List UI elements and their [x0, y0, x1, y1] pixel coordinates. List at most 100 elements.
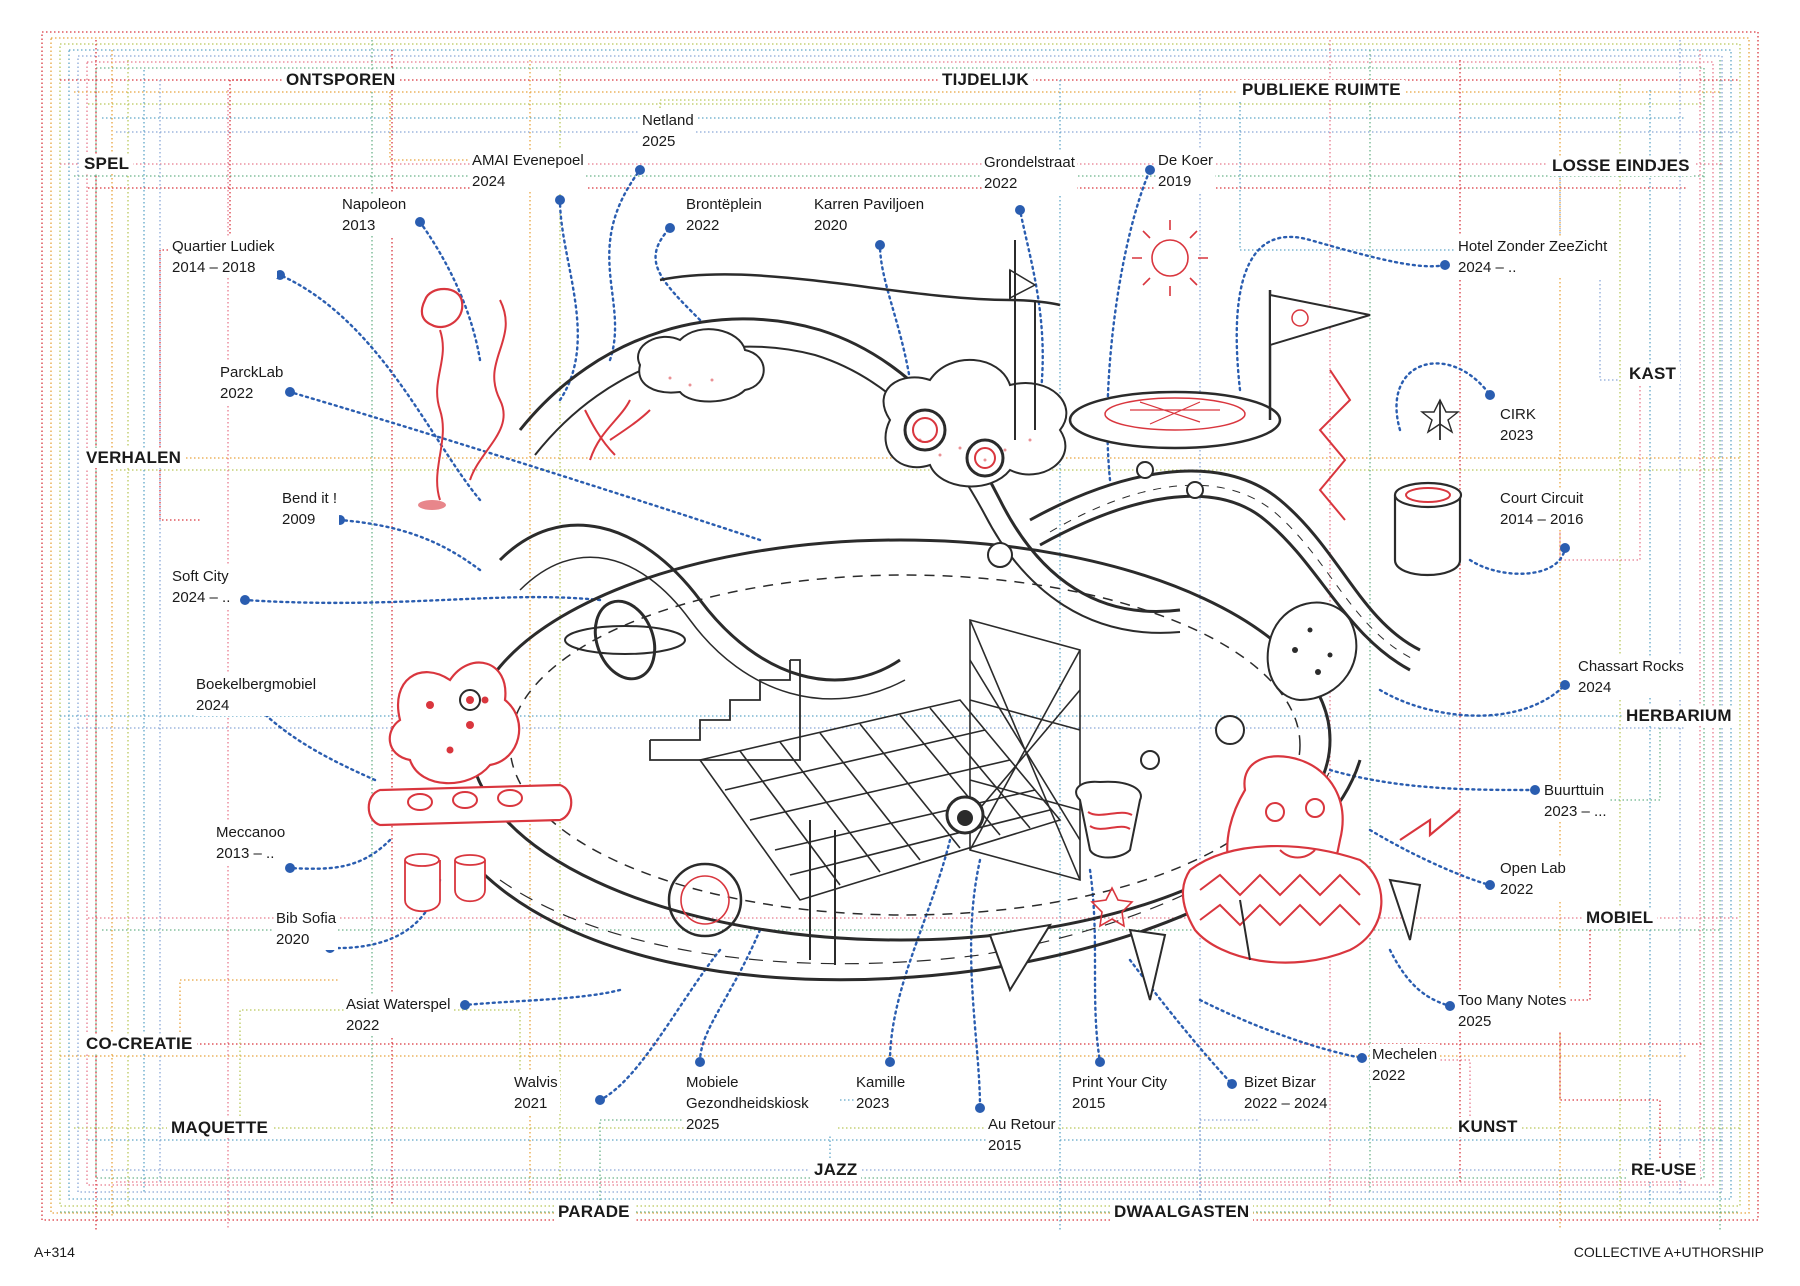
arrow-head-icon: [1530, 785, 1540, 795]
arrow-head-icon: [1357, 1053, 1367, 1063]
project-year: 2025: [686, 1116, 720, 1133]
project-name: Karren Paviljoen: [814, 196, 925, 213]
project-karren-paviljoen: Karren Paviljoen 2020: [812, 194, 927, 236]
connection-line: [41, 31, 1759, 1221]
project-name: Too Many Notes: [1458, 992, 1567, 1009]
project-year: 2024: [472, 173, 506, 190]
project-year: 2020: [814, 217, 848, 234]
project-year: 2022: [686, 217, 720, 234]
project-name: De Koer: [1158, 152, 1214, 169]
connection-line: [659, 99, 940, 120]
project-au-retour: Au Retour 2015: [986, 1114, 1058, 1156]
connection-line: [179, 979, 340, 1044]
project-arrow-line: [1468, 546, 1567, 575]
project-name: Napoleon: [342, 196, 407, 213]
project-year: 2024 – ..: [172, 589, 231, 606]
arrow-head-icon: [1485, 880, 1495, 890]
project-arrow-line: [1368, 828, 1492, 887]
project-name: Chassart Rocks: [1578, 658, 1684, 675]
arrow-head-icon: [635, 165, 645, 175]
connection-line: [86, 61, 1714, 1186]
connection-line: [50, 37, 1750, 1214]
keyword-tijdelijk: TIJDELIJK: [938, 70, 1033, 90]
keyword-co-creatie: CO-CREATIE: [82, 1034, 197, 1054]
keyword-mobiel: MOBIEL: [1582, 908, 1658, 928]
project-bib-sofia: Bib Sofia 2020: [274, 908, 339, 950]
project-year: 2014 – 2018: [172, 259, 256, 276]
connection-line: [599, 1119, 700, 1212]
project-arrow-line: [253, 703, 377, 782]
keyword-kunst: KUNST: [1454, 1117, 1522, 1137]
project-name: CIRK: [1500, 406, 1536, 423]
project-name: Au Retour: [988, 1116, 1056, 1133]
project-name: Netland: [642, 112, 694, 129]
arrow-head-icon: [885, 1057, 895, 1067]
project-year: 2024: [196, 697, 230, 714]
project-name: ParckLab: [220, 364, 284, 381]
project-year: 2025: [642, 133, 676, 150]
project-arrow-line: [1235, 235, 1447, 392]
keyword-verhalen: VERHALEN: [82, 448, 186, 468]
arrow-head-icon: [1440, 260, 1450, 270]
project-year: 2022: [346, 1017, 380, 1034]
project-arrow-line: [698, 928, 762, 1064]
keyword-maquette: MAQUETTE: [167, 1118, 272, 1138]
arrow-head-icon: [1445, 1001, 1455, 1011]
project-arrow-line: [278, 273, 482, 502]
arrow-head-icon: [285, 387, 295, 397]
project-arrow-line: [1328, 768, 1537, 792]
connection-line: [1199, 1119, 1260, 1212]
project-arrow-line: [969, 858, 982, 1110]
project-soft-city: Soft City 2024 – ..: [170, 566, 233, 608]
arrow-head-icon: [665, 223, 675, 233]
project-year: 2020: [276, 931, 310, 948]
keyword-losse-eindjes: LOSSE EINDJES: [1548, 156, 1694, 176]
arrow-head-icon: [1015, 205, 1025, 215]
project-name: Mobiele Gezondheidskiosk: [686, 1074, 809, 1112]
project-name: Buurttuin: [1544, 782, 1605, 799]
project-name: Bend it !: [282, 490, 338, 507]
project-name: Hotel Zonder ZeeZicht: [1458, 238, 1608, 255]
project-arrow-line: [1088, 868, 1102, 1064]
connection-line: [1239, 90, 1456, 251]
project-name: Meccanoo: [216, 824, 286, 841]
connection-line: [77, 55, 1723, 1193]
arrow-head-icon: [1560, 543, 1570, 553]
project-name: Bib Sofia: [276, 910, 337, 927]
arrow-head-icon: [415, 217, 425, 227]
project-name: Soft City: [172, 568, 229, 585]
project-year: 2015: [988, 1137, 1022, 1154]
project-arrow-line: [1395, 362, 1492, 432]
project-year: 2022 – 2024: [1244, 1095, 1328, 1112]
connection-line: [68, 49, 1732, 1200]
project-name: Asiat Waterspel: [346, 996, 451, 1013]
footer-left-label: A+314: [34, 1244, 75, 1260]
arrow-head-icon: [1095, 1057, 1105, 1067]
project-year: 2013: [342, 217, 376, 234]
arrow-head-icon: [240, 595, 250, 605]
arrow-head-icon: [275, 270, 285, 280]
connection-line: [1559, 374, 1641, 561]
project-asiat-waterspel: Asiat Waterspel 2022: [344, 994, 453, 1036]
project-name: Walvis: [514, 1074, 558, 1091]
project-arrow-line: [654, 226, 702, 322]
arrow-head-icon: [1560, 680, 1570, 690]
project-arrow-line: [288, 838, 392, 870]
arrow-head-icon: [695, 1057, 705, 1067]
project-mobiele-gezondheidskiosk: Mobiele Gezondheidskiosk 2025: [684, 1072, 838, 1135]
project-arrows: [240, 165, 1570, 1113]
